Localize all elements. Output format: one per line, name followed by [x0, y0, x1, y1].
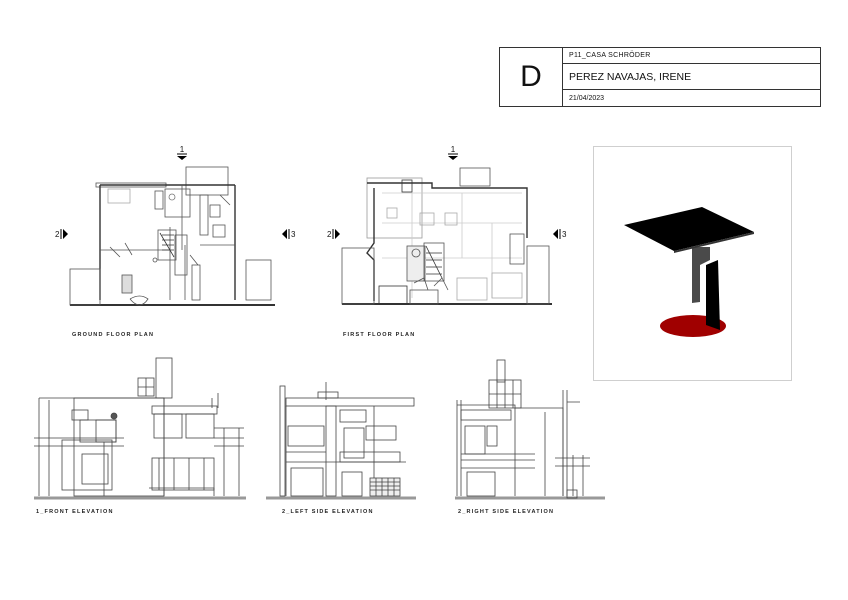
right-side-elevation-caption: 2_RIGHT SIDE ELEVATION	[458, 509, 555, 515]
section-marker-1: 1	[177, 145, 187, 160]
sheet-letter: D	[500, 48, 563, 106]
section-arrow-right-icon	[60, 229, 69, 239]
section-marker-2: 2	[327, 229, 341, 239]
section-arrow-right-icon	[332, 229, 341, 239]
ground-floor-drawing	[69, 166, 275, 306]
section-marker-3: 3	[282, 229, 295, 239]
first-floor-drawing	[341, 167, 552, 305]
section-arrow-down-icon	[177, 153, 187, 160]
section-marker-label: 1	[450, 145, 456, 154]
sheet-date: 21/04/2023	[569, 94, 605, 102]
author-name: PEREZ NAVAJAS, IRENE	[563, 64, 820, 90]
section-marker-label: 1	[179, 145, 185, 154]
left-side-elevation-caption: 2_LEFT SIDE ELEVATION	[282, 509, 374, 515]
right-side-elevation-drawing	[455, 359, 605, 500]
section-marker-2: 2	[55, 229, 69, 239]
left-side-elevation-drawing	[266, 382, 416, 500]
title-block: D P11_CASA SCHRÖDER PEREZ NAVAJAS, IRENE…	[499, 47, 821, 107]
section-marker-label: 2	[55, 229, 60, 239]
first-floor-caption: FIRST FLOOR PLAN	[343, 332, 416, 338]
ground-floor-caption: GROUND FLOOR PLAN	[72, 332, 155, 338]
section-marker-label: 3	[291, 229, 296, 239]
section-marker-label: 3	[562, 229, 567, 239]
section-arrow-left-icon	[553, 229, 561, 239]
section-arrow-left-icon	[282, 229, 290, 239]
table-render-frame	[593, 146, 792, 381]
table-render	[624, 207, 754, 337]
project-name: P11_CASA SCHRÖDER	[563, 48, 820, 64]
section-marker-label: 2	[327, 229, 332, 239]
section-arrow-down-icon	[448, 153, 458, 160]
front-elevation-drawing	[34, 357, 246, 500]
section-marker-3: 3	[553, 229, 566, 239]
section-marker-1: 1	[448, 145, 458, 160]
front-elevation-caption: 1_FRONT ELEVATION	[36, 509, 114, 515]
